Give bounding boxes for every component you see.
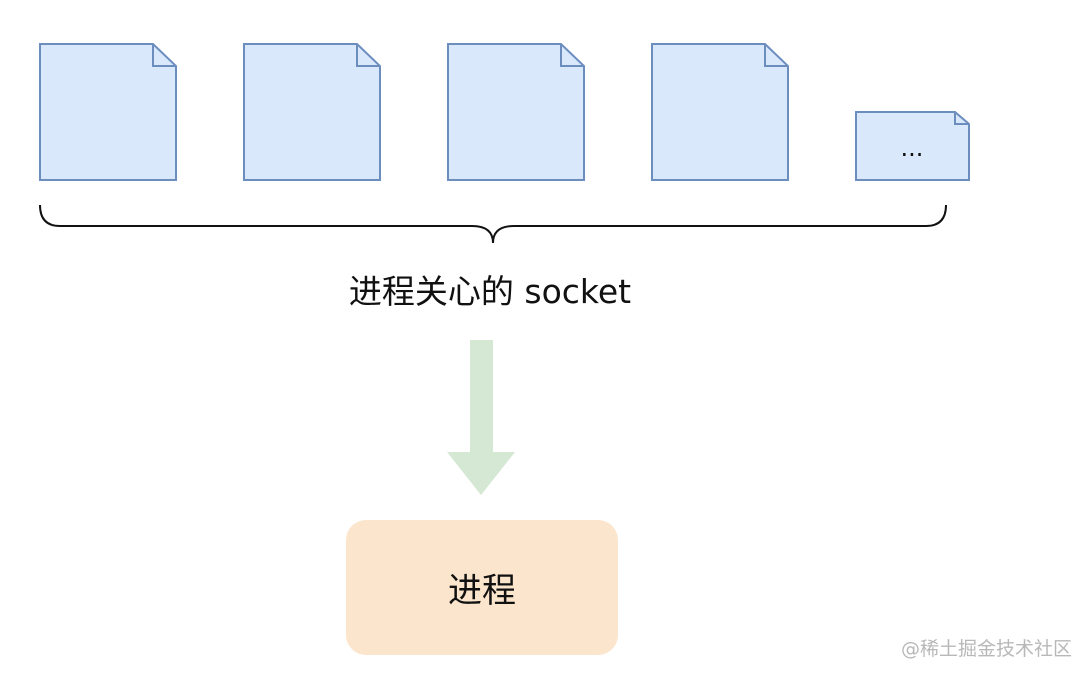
watermark: @稀土掘金技术社区: [900, 638, 1072, 660]
down-arrow: [447, 340, 515, 495]
brace-caption: 进程关心的 socket: [348, 272, 632, 311]
grouping-brace: [39, 204, 947, 244]
socket-file-4: [651, 43, 789, 181]
process-label: 进程: [448, 571, 516, 611]
process-node: 进程: [346, 520, 618, 655]
socket-file-1: [39, 43, 177, 181]
socket-file-2: [243, 43, 381, 181]
socket-file-3: [447, 43, 585, 181]
socket-file-more: ...: [855, 111, 970, 181]
ellipsis-label: ...: [901, 134, 924, 162]
